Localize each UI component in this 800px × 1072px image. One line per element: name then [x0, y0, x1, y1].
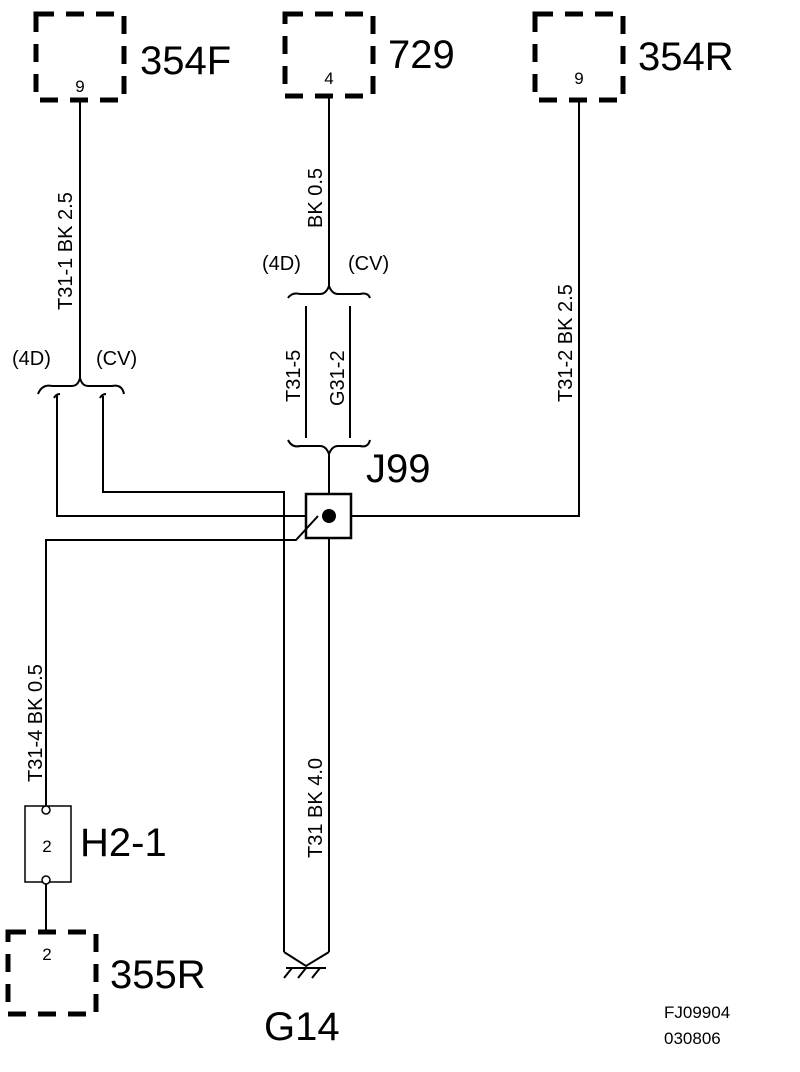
- connector-354f-pin: 9: [75, 77, 84, 96]
- left-variant-brace: (4D) (CV): [12, 348, 137, 395]
- wire-354r-label: T31-2 BK 2.5: [555, 284, 577, 402]
- wire-729-label: BK 0.5: [305, 168, 327, 228]
- top-variant-cv: (CV): [348, 253, 389, 275]
- connector-354r: 9 354R: [532, 11, 734, 103]
- connector-354f-label: 354F: [140, 39, 231, 83]
- component-h2-1-box: [24, 805, 72, 883]
- left-variant-4d: (4D): [12, 348, 51, 370]
- top-variant-4d: (4D): [262, 253, 301, 275]
- connector-729: 4 729: [282, 11, 455, 99]
- wire-g31-2-label: G31-2: [327, 350, 349, 406]
- ref-code-1: FJ09904: [664, 1003, 730, 1022]
- component-h2-1: 2 H2-1: [24, 805, 167, 885]
- ref-code-2: 030806: [664, 1029, 721, 1048]
- connector-355r: 2 355R: [5, 929, 206, 1017]
- wire-354f-label: T31-1 BK 2.5: [55, 192, 77, 310]
- bottom-join-brace: [287, 439, 371, 457]
- connector-354r-label: 354R: [638, 35, 734, 79]
- wire-t31-5-label: T31-5: [283, 350, 305, 402]
- component-h2-1-pin: 2: [42, 837, 51, 856]
- wire-left-4d: [56, 394, 308, 517]
- connector-354r-pin: 9: [574, 69, 583, 88]
- connector-729-label: 729: [388, 33, 455, 77]
- splice-j99: J99: [304, 447, 431, 540]
- connector-355r-box: [5, 929, 99, 1017]
- ground-g14: G14: [264, 951, 340, 1049]
- wire-354r: [351, 100, 580, 517]
- wire-main-ground-label: T31 BK 4.0: [305, 758, 327, 858]
- ground-g14-label: G14: [264, 1005, 340, 1049]
- splice-j99-label: J99: [366, 447, 431, 491]
- wire-left-cv: [102, 396, 285, 952]
- wire-h2-1-label: T31-4 BK 0.5: [25, 664, 47, 782]
- splice-j99-dot: [322, 509, 336, 523]
- connector-729-pin: 4: [324, 69, 333, 88]
- wire-h2-1: [45, 515, 319, 806]
- left-variant-cv: (CV): [96, 348, 137, 370]
- connector-355r-pin: 2: [42, 945, 51, 964]
- connector-355r-label: 355R: [110, 953, 206, 997]
- connector-354f: 9 354F: [33, 11, 231, 103]
- component-h2-1-label: H2-1: [80, 821, 167, 865]
- top-variant-brace: (4D) (CV): [262, 253, 389, 299]
